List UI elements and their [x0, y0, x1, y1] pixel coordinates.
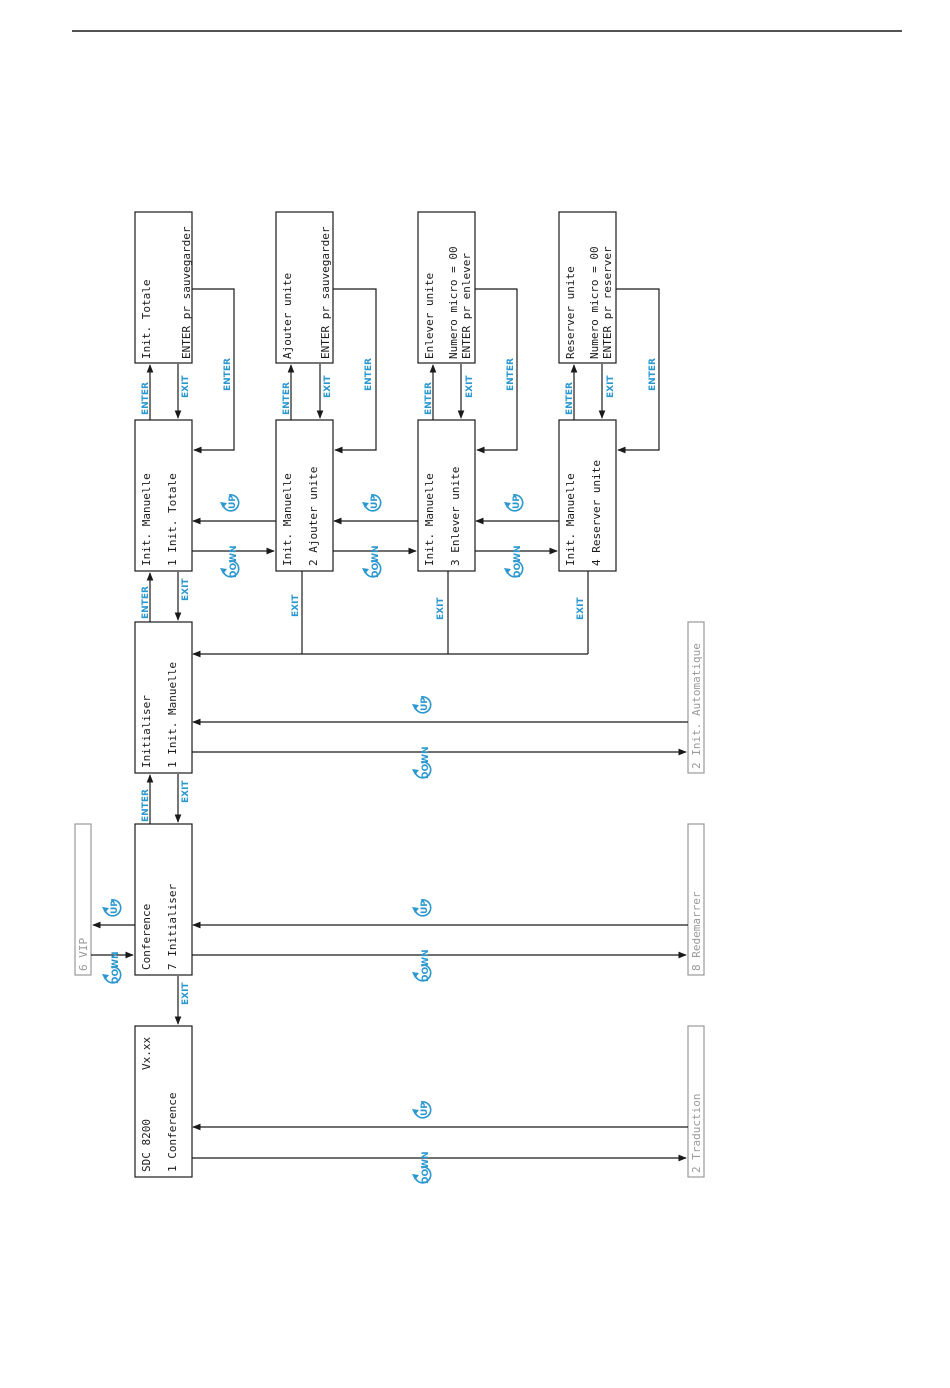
screen-manuelle-3	[417, 419, 476, 572]
up-key-icon: UP	[220, 494, 240, 512]
arrow-enlever-enter-loop	[475, 288, 518, 454]
label-enter-totale: ENTER	[223, 358, 233, 391]
label-enter-m4: ENTER	[565, 382, 575, 415]
confirm-enlever-line2: Numero micro = 00	[447, 246, 460, 359]
screen-root	[134, 1025, 193, 1178]
label-exit-manuelle: EXIT	[181, 578, 191, 601]
label-exit-enlever: EXIT	[465, 375, 475, 398]
initialiser-line2: 1 Init. Manuelle	[166, 662, 179, 768]
screen-confirm-totale	[134, 211, 193, 364]
down-key-icon: DOWN	[412, 949, 432, 982]
manuelle-1-line1: Init. Manuelle	[140, 473, 153, 566]
down-key-icon: DOWN	[412, 1151, 432, 1184]
screen-confirm-reserver	[558, 211, 617, 364]
svg-text:UP: UP	[110, 900, 120, 914]
arrow-totale-enter-loop	[192, 288, 235, 454]
svg-text:UP: UP	[512, 495, 522, 509]
label-exit-reserver: EXIT	[606, 375, 616, 398]
arrow-reserver-enter-loop	[616, 288, 660, 454]
label-enter-ajouter: ENTER	[364, 358, 374, 391]
svg-text:DOWN: DOWN	[421, 746, 431, 779]
confirm-reserver-line3: ENTER pr reserver	[601, 246, 614, 359]
label-enter-initialiser: ENTER	[141, 586, 151, 619]
confirm-reserver-line2: Numero micro = 00	[588, 246, 601, 359]
manuelle-1-line2: 1 Init. Totale	[166, 473, 179, 566]
svg-text:UP: UP	[420, 697, 430, 711]
svg-text:UP: UP	[370, 495, 380, 509]
screen-manuelle-1	[134, 419, 193, 572]
label-exit-m3: EXIT	[436, 597, 446, 620]
manuelle-2-line1: Init. Manuelle	[281, 473, 294, 566]
screen-initialiser	[134, 621, 193, 774]
initialiser-line1: Initialiser	[140, 695, 153, 768]
svg-text:DOWN: DOWN	[421, 1151, 431, 1184]
up-key-icon: UP	[412, 1101, 432, 1119]
up-key-icon: UP	[102, 899, 122, 917]
down-key-icon: DOWN	[412, 746, 432, 779]
label-enter-reserver: ENTER	[648, 358, 658, 391]
label-exit-totale: EXIT	[181, 375, 191, 398]
confirm-ajouter-line3: ENTER pr sauvegarder	[319, 226, 332, 359]
manuelle-2-line2: 2 Ajouter unite	[307, 467, 320, 566]
label-enter-m3: ENTER	[424, 382, 434, 415]
manuelle-3-line2: 3 Enlever unite	[449, 467, 462, 566]
label-enter-m2: ENTER	[282, 382, 292, 415]
screen-conference	[134, 823, 193, 976]
confirm-reserver-line1: Reserver unite	[564, 266, 577, 359]
screen-vip	[74, 823, 92, 976]
confirm-totale-line3: ENTER pr sauvegarder	[180, 226, 193, 359]
down-key-icon: DOWN	[220, 545, 240, 578]
up-key-icon: UP	[362, 494, 382, 512]
label-exit-ajouter: EXIT	[323, 375, 333, 398]
screen-confirm-enlever	[417, 211, 476, 364]
label-exit-initialiser: EXIT	[181, 780, 191, 803]
vip-label: 6 VIP	[77, 938, 90, 971]
root-version: Vx.xx	[140, 1037, 153, 1070]
down-key-icon: DOWN	[362, 545, 382, 578]
screen-manuelle-2	[275, 419, 334, 572]
automatique-label: 2 Init. Automatique	[690, 643, 703, 769]
svg-text:DOWN: DOWN	[421, 949, 431, 982]
svg-text:UP: UP	[420, 1102, 430, 1116]
conference-line2: 7 Initialiser	[166, 884, 179, 970]
manuelle-4-line2: 4 Reserver unite	[590, 460, 603, 566]
svg-text:UP: UP	[420, 900, 430, 914]
screen-redemarrer	[687, 823, 705, 976]
screen-traduction	[687, 1025, 705, 1178]
root-line2: 1 Conference	[166, 1093, 179, 1172]
svg-text:DOWN: DOWN	[371, 545, 381, 578]
up-key-icon: UP	[504, 494, 524, 512]
svg-text:DOWN: DOWN	[229, 545, 239, 578]
label-enter-conference: ENTER	[141, 789, 151, 822]
svg-text:DOWN: DOWN	[513, 545, 523, 578]
screen-confirm-ajouter	[275, 211, 334, 364]
manuelle-3-line1: Init. Manuelle	[423, 473, 436, 566]
redemarrer-label: 8 Redemarrer	[690, 891, 703, 971]
confirm-ajouter-line1: Ajouter unite	[281, 273, 294, 359]
label-enter-m1: ENTER	[141, 382, 151, 415]
down-key-icon: DOWN	[102, 951, 122, 984]
svg-text:UP: UP	[228, 495, 238, 509]
confirm-totale-line1: Init. Totale	[140, 280, 153, 359]
arrow-ajouter-enter-loop	[333, 288, 377, 454]
confirm-enlever-line1: Enlever unite	[423, 273, 436, 359]
manuelle-4-line1: Init. Manuelle	[564, 473, 577, 566]
conference-line1: Conference	[140, 904, 153, 970]
screen-automatique	[687, 621, 705, 774]
screen-manuelle-4	[558, 419, 617, 572]
confirm-enlever-line3: ENTER pr enlever	[460, 253, 473, 359]
traduction-label: 2 Traduction	[690, 1094, 703, 1173]
label-exit-m2: EXIT	[291, 594, 301, 617]
root-line1: SDC 8200	[140, 1119, 153, 1172]
down-key-icon: DOWN	[504, 545, 524, 578]
up-key-icon: UP	[412, 696, 432, 714]
label-enter-enlever: ENTER	[506, 358, 516, 391]
label-exit-conference: EXIT	[181, 982, 191, 1005]
up-key-icon: UP	[412, 899, 432, 917]
label-exit-m4: EXIT	[576, 597, 586, 620]
svg-text:DOWN: DOWN	[111, 951, 121, 984]
